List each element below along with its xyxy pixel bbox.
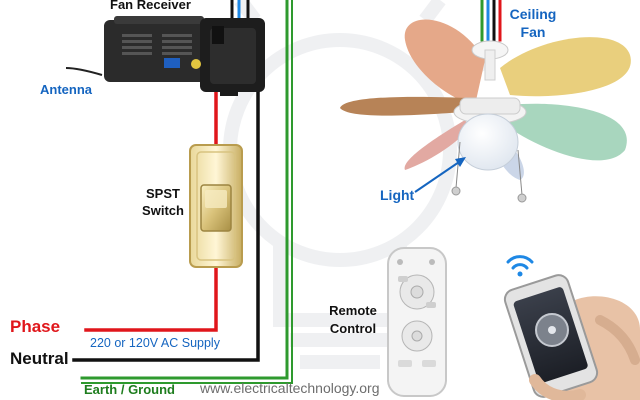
spst-label-line1: SPST xyxy=(146,186,180,201)
light-label: Light xyxy=(380,187,415,203)
ceiling-fan-icon xyxy=(340,19,631,203)
remote-label-line2: Control xyxy=(329,321,377,336)
website-watermark: www.electricaltechnology.org xyxy=(200,380,380,396)
smartphone-icon xyxy=(503,274,640,400)
remote-label-line1: Remote xyxy=(329,303,377,318)
phase-wire xyxy=(84,260,218,332)
earth-wire xyxy=(80,0,289,380)
remote-control-label: Remote Control xyxy=(322,302,384,338)
earth-ground-label: Earth / Ground xyxy=(84,382,175,397)
neutral-wire xyxy=(72,88,260,362)
ceiling-fan-label-line2: Fan xyxy=(520,24,546,40)
fan-receiver-label: Fan Receiver xyxy=(110,0,191,12)
spst-switch-label: SPST Switch xyxy=(136,185,190,219)
wires xyxy=(72,0,502,384)
neutral-label: Neutral xyxy=(10,349,69,368)
spst-label-line2: Switch xyxy=(142,203,184,218)
antenna-label: Antenna xyxy=(40,82,92,97)
ceiling-fan-label-line1: Ceiling xyxy=(509,6,557,22)
remote-control-icon xyxy=(387,247,447,397)
ceiling-fan-label: Ceiling Fan xyxy=(505,5,561,41)
fan-receiver-icon xyxy=(65,16,265,96)
phase-label: Phase xyxy=(10,317,61,336)
wifi-icon xyxy=(506,255,534,277)
light-pointer-arrow xyxy=(414,157,466,193)
supply-voltage-label: 220 or 120V AC Supply xyxy=(90,336,220,350)
spst-switch-icon xyxy=(189,144,243,268)
